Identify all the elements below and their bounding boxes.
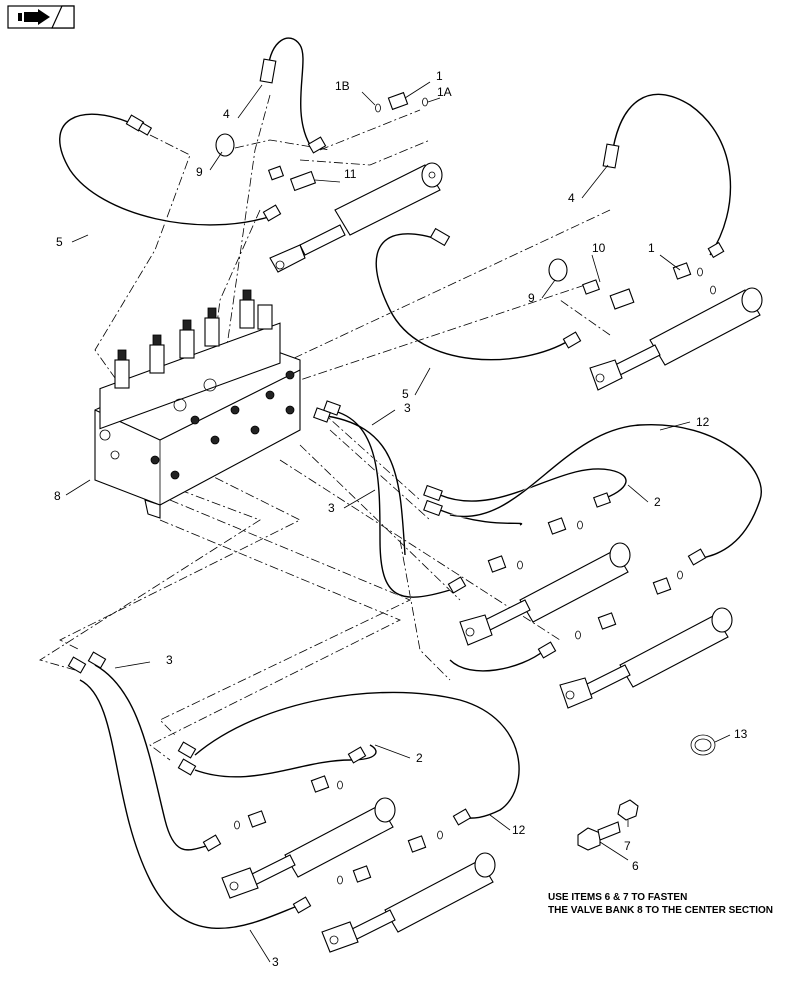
- callout-11[interactable]: 11: [344, 167, 357, 181]
- cylinder-mid-1: [459, 542, 631, 646]
- callout-12-lower[interactable]: 12: [512, 823, 526, 837]
- callout-7[interactable]: 7: [624, 839, 631, 853]
- callout-1-right[interactable]: 1: [648, 241, 655, 255]
- callout-8[interactable]: 8: [54, 489, 61, 503]
- callout-3-top[interactable]: 3: [404, 401, 411, 415]
- callout-10[interactable]: 10: [592, 241, 606, 255]
- note-line-2: THE VALVE BANK 8 TO THE CENTER SECTION: [548, 905, 773, 916]
- callout-2-lower[interactable]: 2: [416, 751, 423, 765]
- callout-12-upper[interactable]: 12: [696, 415, 710, 429]
- callout-3-left[interactable]: 3: [166, 653, 173, 667]
- solenoid-group: [114, 289, 273, 389]
- cylinder-low-2: [321, 852, 496, 953]
- port-group: [99, 370, 295, 480]
- fittings: [67, 58, 725, 914]
- cylinder-upper-right: [589, 287, 763, 391]
- callout-2-upper[interactable]: 2: [654, 495, 661, 509]
- callout-3-mid[interactable]: 3: [328, 501, 335, 515]
- nav-arrow-icon[interactable]: [7, 5, 75, 29]
- cylinder-upper-left: [269, 162, 443, 273]
- hoses: [58, 37, 763, 930]
- callout-1[interactable]: 1: [436, 69, 443, 83]
- callout-labels: 1 1B 1A 4 9 11 5 4 10 1 9 5 3 12 8 3 2 3…: [54, 69, 748, 969]
- callout-5-left[interactable]: 5: [56, 235, 63, 249]
- note-line-1: USE ITEMS 6 & 7 TO FASTEN: [548, 892, 687, 903]
- callout-1a[interactable]: 1A: [437, 85, 452, 99]
- callout-4-right[interactable]: 4: [568, 191, 575, 205]
- leader-lines: [65, 81, 731, 963]
- callout-3-bottom[interactable]: 3: [272, 955, 279, 969]
- callout-6[interactable]: 6: [632, 859, 639, 873]
- callout-4-upper[interactable]: 4: [223, 107, 230, 121]
- cylinder-low-1: [221, 797, 396, 899]
- callout-9-right[interactable]: 9: [528, 291, 535, 305]
- callout-1b[interactable]: 1B: [335, 79, 350, 93]
- callout-13[interactable]: 13: [734, 727, 748, 741]
- callout-9-upper[interactable]: 9: [196, 165, 203, 179]
- callout-5-right[interactable]: 5: [402, 387, 409, 401]
- valve-bank: [94, 289, 301, 519]
- cylinder-mid-2: [559, 607, 733, 709]
- assembly-note: USE ITEMS 6 & 7 TO FASTEN THE VALVE BANK…: [548, 892, 773, 916]
